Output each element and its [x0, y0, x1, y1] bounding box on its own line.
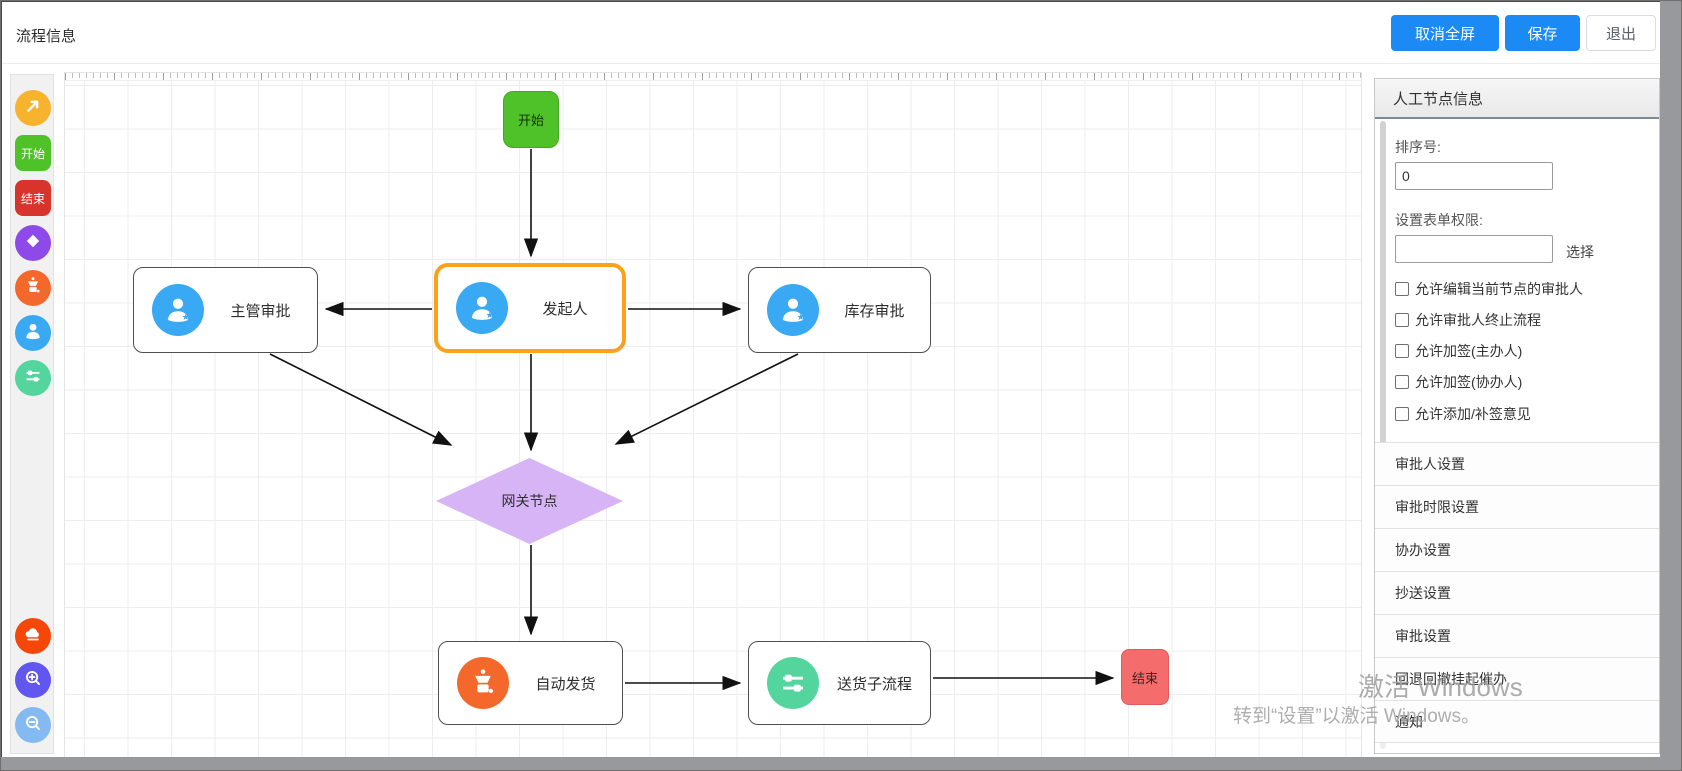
flow-node-start[interactable]: 开始 — [503, 91, 559, 148]
section-approval-time-limit[interactable]: 审批时限设置 — [1375, 485, 1659, 528]
flow-canvas[interactable]: 开始 ★ 发起人 ★ 主管审批 ★ 库存审批 网 — [64, 72, 1362, 758]
checkbox-allow-countersign-assist[interactable]: 允许加签(协办人) — [1395, 372, 1522, 392]
robot-icon — [457, 657, 509, 709]
scrollbar-thumb[interactable] — [1380, 121, 1386, 501]
arrow-up-right-icon — [22, 95, 44, 122]
panel-title: 人工节点信息 — [1375, 79, 1659, 119]
flow-node-end[interactable]: 结束 — [1121, 649, 1169, 705]
form-permission-select-button[interactable]: 选择 — [1566, 244, 1594, 260]
user-icon: ★ — [767, 284, 819, 336]
palette-end-node[interactable]: 结束 — [15, 180, 51, 216]
node-palette: 开始 结束 — [10, 74, 54, 754]
svg-text:★: ★ — [486, 310, 494, 320]
edge-manager-to-gateway — [269, 353, 453, 446]
edge-inventory-to-gateway — [614, 353, 799, 445]
cancel-fullscreen-button[interactable]: 取消全屏 — [1391, 15, 1499, 51]
form-permission-input[interactable] — [1395, 235, 1553, 263]
top-actions: 取消全屏 保存 退出 — [1391, 15, 1656, 51]
palette-auto-node[interactable] — [15, 270, 51, 306]
user-icon: ★ — [456, 282, 508, 334]
clear-canvas-button[interactable] — [15, 618, 51, 654]
zoom-out-icon — [22, 712, 44, 739]
flow-node-inventory-approval[interactable]: ★ 库存审批 — [748, 267, 931, 353]
checkbox-allow-edit-approver[interactable]: 允许编辑当前节点的审批人 — [1395, 279, 1583, 299]
top-bar: 流程信息 取消全屏 保存 退出 — [2, 2, 1661, 64]
robot-icon — [22, 275, 44, 302]
section-rollback-suspend-urge[interactable]: 回退回撤挂起催办 — [1375, 657, 1659, 700]
svg-text:★: ★ — [797, 312, 805, 322]
window-edge-right — [1660, 1, 1681, 770]
diamond-icon — [22, 230, 44, 257]
section-approver-settings[interactable]: 审批人设置 — [1375, 442, 1659, 485]
sort-number-label: 排序号: — [1395, 139, 1441, 155]
flow-node-manager-approval[interactable]: ★ 主管审批 — [133, 267, 318, 353]
sort-number-input[interactable] — [1395, 162, 1553, 190]
save-button[interactable]: 保存 — [1505, 15, 1580, 51]
section-assist-settings[interactable]: 协办设置 — [1375, 528, 1659, 571]
svg-text:★: ★ — [182, 312, 190, 322]
checkbox-icon[interactable] — [1395, 375, 1409, 389]
page-title: 流程信息 — [16, 28, 77, 45]
checkbox-allow-add-opinion[interactable]: 允许添加/补签意见 — [1395, 404, 1531, 424]
checkbox-icon[interactable] — [1395, 282, 1409, 296]
checkbox-allow-terminate[interactable]: 允许审批人终止流程 — [1395, 310, 1541, 330]
sliders-icon — [767, 657, 819, 709]
flow-node-delivery-subprocess[interactable]: 送货子流程 — [748, 641, 931, 725]
flow-node-auto-delivery[interactable]: 自动发货 — [438, 641, 623, 725]
palette-gateway-node[interactable] — [15, 225, 51, 261]
panel-scrollbar[interactable] — [1380, 121, 1386, 749]
form-permission-label: 设置表单权限: — [1395, 212, 1483, 228]
exit-button[interactable]: 退出 — [1586, 15, 1656, 51]
flow-node-gateway[interactable]: 网关节点 — [436, 458, 623, 544]
user-icon: ★ — [152, 284, 204, 336]
section-cc-settings[interactable]: 抄送设置 — [1375, 571, 1659, 614]
checkbox-icon[interactable] — [1395, 313, 1409, 327]
section-notification[interactable]: 通知 — [1375, 700, 1659, 743]
palette-user-node[interactable] — [15, 315, 51, 351]
zoom-in-icon — [22, 667, 44, 694]
sliders-icon — [22, 365, 44, 392]
palette-subflow-node[interactable] — [15, 360, 51, 396]
node-properties-panel: 人工节点信息 排序号: 设置表单权限: 选择 允许编辑当前节点的审批人 允许审批… — [1374, 78, 1660, 754]
canvas-ruler — [65, 73, 1361, 81]
user-icon — [22, 320, 44, 347]
checkbox-allow-countersign-main[interactable]: 允许加签(主办人) — [1395, 341, 1522, 361]
zoom-in-button[interactable] — [15, 662, 51, 698]
section-approval-settings[interactable]: 审批设置 — [1375, 614, 1659, 657]
cloud-icon — [22, 623, 44, 650]
link-tool-button[interactable] — [15, 90, 51, 126]
zoom-out-button[interactable] — [15, 707, 51, 743]
palette-start-node[interactable]: 开始 — [15, 135, 51, 171]
checkbox-icon[interactable] — [1395, 344, 1409, 358]
checkbox-icon[interactable] — [1395, 407, 1409, 421]
flow-node-initiator[interactable]: ★ 发起人 — [434, 263, 626, 353]
flow-designer-window: 流程信息 取消全屏 保存 退出 开始 结束 — [1, 1, 1662, 759]
window-edge-bottom — [1, 757, 1681, 770]
